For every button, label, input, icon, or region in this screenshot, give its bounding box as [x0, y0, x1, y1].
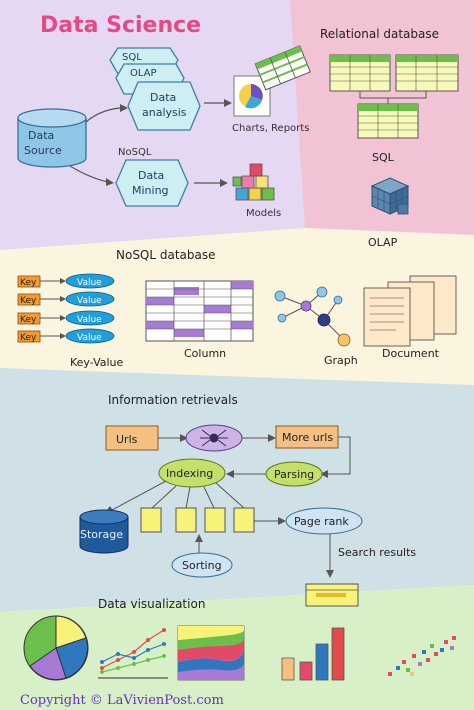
- arrow-head: [320, 470, 328, 478]
- arrow-head: [180, 434, 188, 442]
- charts-reports-icon: [233, 45, 311, 117]
- key-value-row-2: Key Value: [17, 291, 115, 307]
- relational-link-lines: [359, 91, 427, 104]
- info-retrieval-title: Information retrievals: [108, 393, 238, 407]
- value-label: Value: [77, 296, 102, 306]
- more-urls-label: More urls: [282, 431, 333, 444]
- page-rank-oval: Page rank: [285, 507, 363, 535]
- key-label: Key: [20, 296, 37, 306]
- data-source-cylinder: Data Source: [17, 108, 87, 168]
- viz-bar-chart-icon: [281, 627, 345, 681]
- graph-icon: [274, 286, 351, 347]
- nosql-small-label: NoSQL: [118, 147, 152, 158]
- page-rank-label: Page rank: [294, 515, 349, 528]
- index-boxes: [140, 507, 255, 533]
- models-icon: [232, 163, 275, 201]
- index-box: [140, 507, 162, 533]
- relational-title: Relational database: [320, 27, 439, 41]
- data-mining-hexagon: Data Mining: [115, 159, 189, 207]
- data-mining-label-1: Data: [138, 169, 164, 182]
- parsing-oval: Parsing: [265, 461, 323, 487]
- relational-table-bottom: [357, 103, 419, 139]
- more-urls-box: More urls: [275, 425, 339, 449]
- viz-pie-icon: [23, 615, 89, 681]
- arrow-head: [195, 534, 203, 542]
- search-results-label: Search results: [338, 546, 416, 559]
- sorting-label: Sorting: [182, 559, 222, 572]
- value-label: Value: [77, 333, 102, 343]
- key-value-row-4: Key Value: [17, 328, 115, 344]
- arrow-head: [326, 570, 334, 578]
- data-source-label-1: Data: [28, 129, 54, 142]
- graph-caption: Graph: [324, 354, 358, 367]
- olap-label: OLAP: [368, 236, 398, 249]
- spider-icon: [200, 429, 228, 447]
- viz-scatter-icon: [388, 636, 456, 676]
- copyright-text: Copyright © LaVivienPost.com: [20, 693, 224, 708]
- column-store-icon: [145, 280, 254, 342]
- viz-area-chart-icon: [177, 625, 245, 681]
- data-analysis-label-2: analysis: [142, 106, 187, 119]
- arrow-head: [268, 434, 276, 442]
- arrow-head: [224, 99, 232, 107]
- search-results-icon: [305, 583, 359, 607]
- indexing-oval: Indexing: [158, 458, 226, 488]
- index-box: [175, 507, 197, 533]
- nosql-title: NoSQL database: [116, 248, 216, 262]
- data-analysis-label-1: Data: [150, 91, 176, 104]
- arrow-to-mining: [69, 165, 109, 183]
- column-caption: Column: [184, 347, 226, 360]
- arrow-head: [278, 517, 286, 525]
- document-icon: [363, 275, 457, 347]
- key-value-row-1: Key Value: [17, 273, 115, 289]
- urls-box: Urls: [105, 425, 159, 451]
- olap-cube-icon: [370, 177, 410, 215]
- data-science-title: Data Science: [40, 13, 201, 38]
- data-analysis-hexagon: Data analysis: [127, 81, 201, 131]
- arrow-to-analysis: [85, 107, 121, 123]
- arrow-head: [106, 178, 114, 186]
- storage-cylinder: Storage: [79, 509, 129, 554]
- data-source-label-2: Source: [24, 144, 62, 157]
- storage-label: Storage: [80, 528, 123, 541]
- value-label: Value: [77, 278, 102, 288]
- key-label: Key: [20, 333, 37, 343]
- index-box: [233, 507, 255, 533]
- olap-hex-label: OLAP: [130, 68, 157, 79]
- arrow-head: [220, 179, 228, 187]
- more-urls-to-parsing-arrow: [326, 436, 351, 475]
- key-label: Key: [20, 315, 37, 325]
- models-label: Models: [246, 208, 281, 219]
- parsing-label: Parsing: [274, 468, 314, 481]
- data-viz-title: Data visualization: [98, 597, 205, 611]
- document-caption: Document: [382, 347, 440, 360]
- charts-reports-label: Charts, Reports: [232, 123, 309, 134]
- relational-table-right: [395, 54, 459, 92]
- value-label: Value: [77, 315, 102, 325]
- viz-line-chart-icon: [98, 628, 168, 679]
- index-box: [204, 507, 226, 533]
- keyvalue-caption: Key-Value: [70, 356, 124, 369]
- arrow-head: [120, 104, 128, 112]
- sql-hex-label: SQL: [122, 52, 142, 63]
- key-label: Key: [20, 278, 37, 288]
- relational-table-left: [329, 54, 391, 92]
- data-mining-label-2: Mining: [132, 184, 169, 197]
- relational-sql-label: SQL: [372, 151, 395, 164]
- urls-label: Urls: [116, 433, 138, 446]
- sorting-oval: Sorting: [171, 552, 233, 578]
- crawler-oval: [185, 424, 243, 452]
- indexing-fanout-lines: [111, 480, 245, 511]
- indexing-label: Indexing: [166, 467, 213, 480]
- arrow-head: [226, 470, 234, 478]
- key-value-row-3: Key Value: [17, 310, 115, 326]
